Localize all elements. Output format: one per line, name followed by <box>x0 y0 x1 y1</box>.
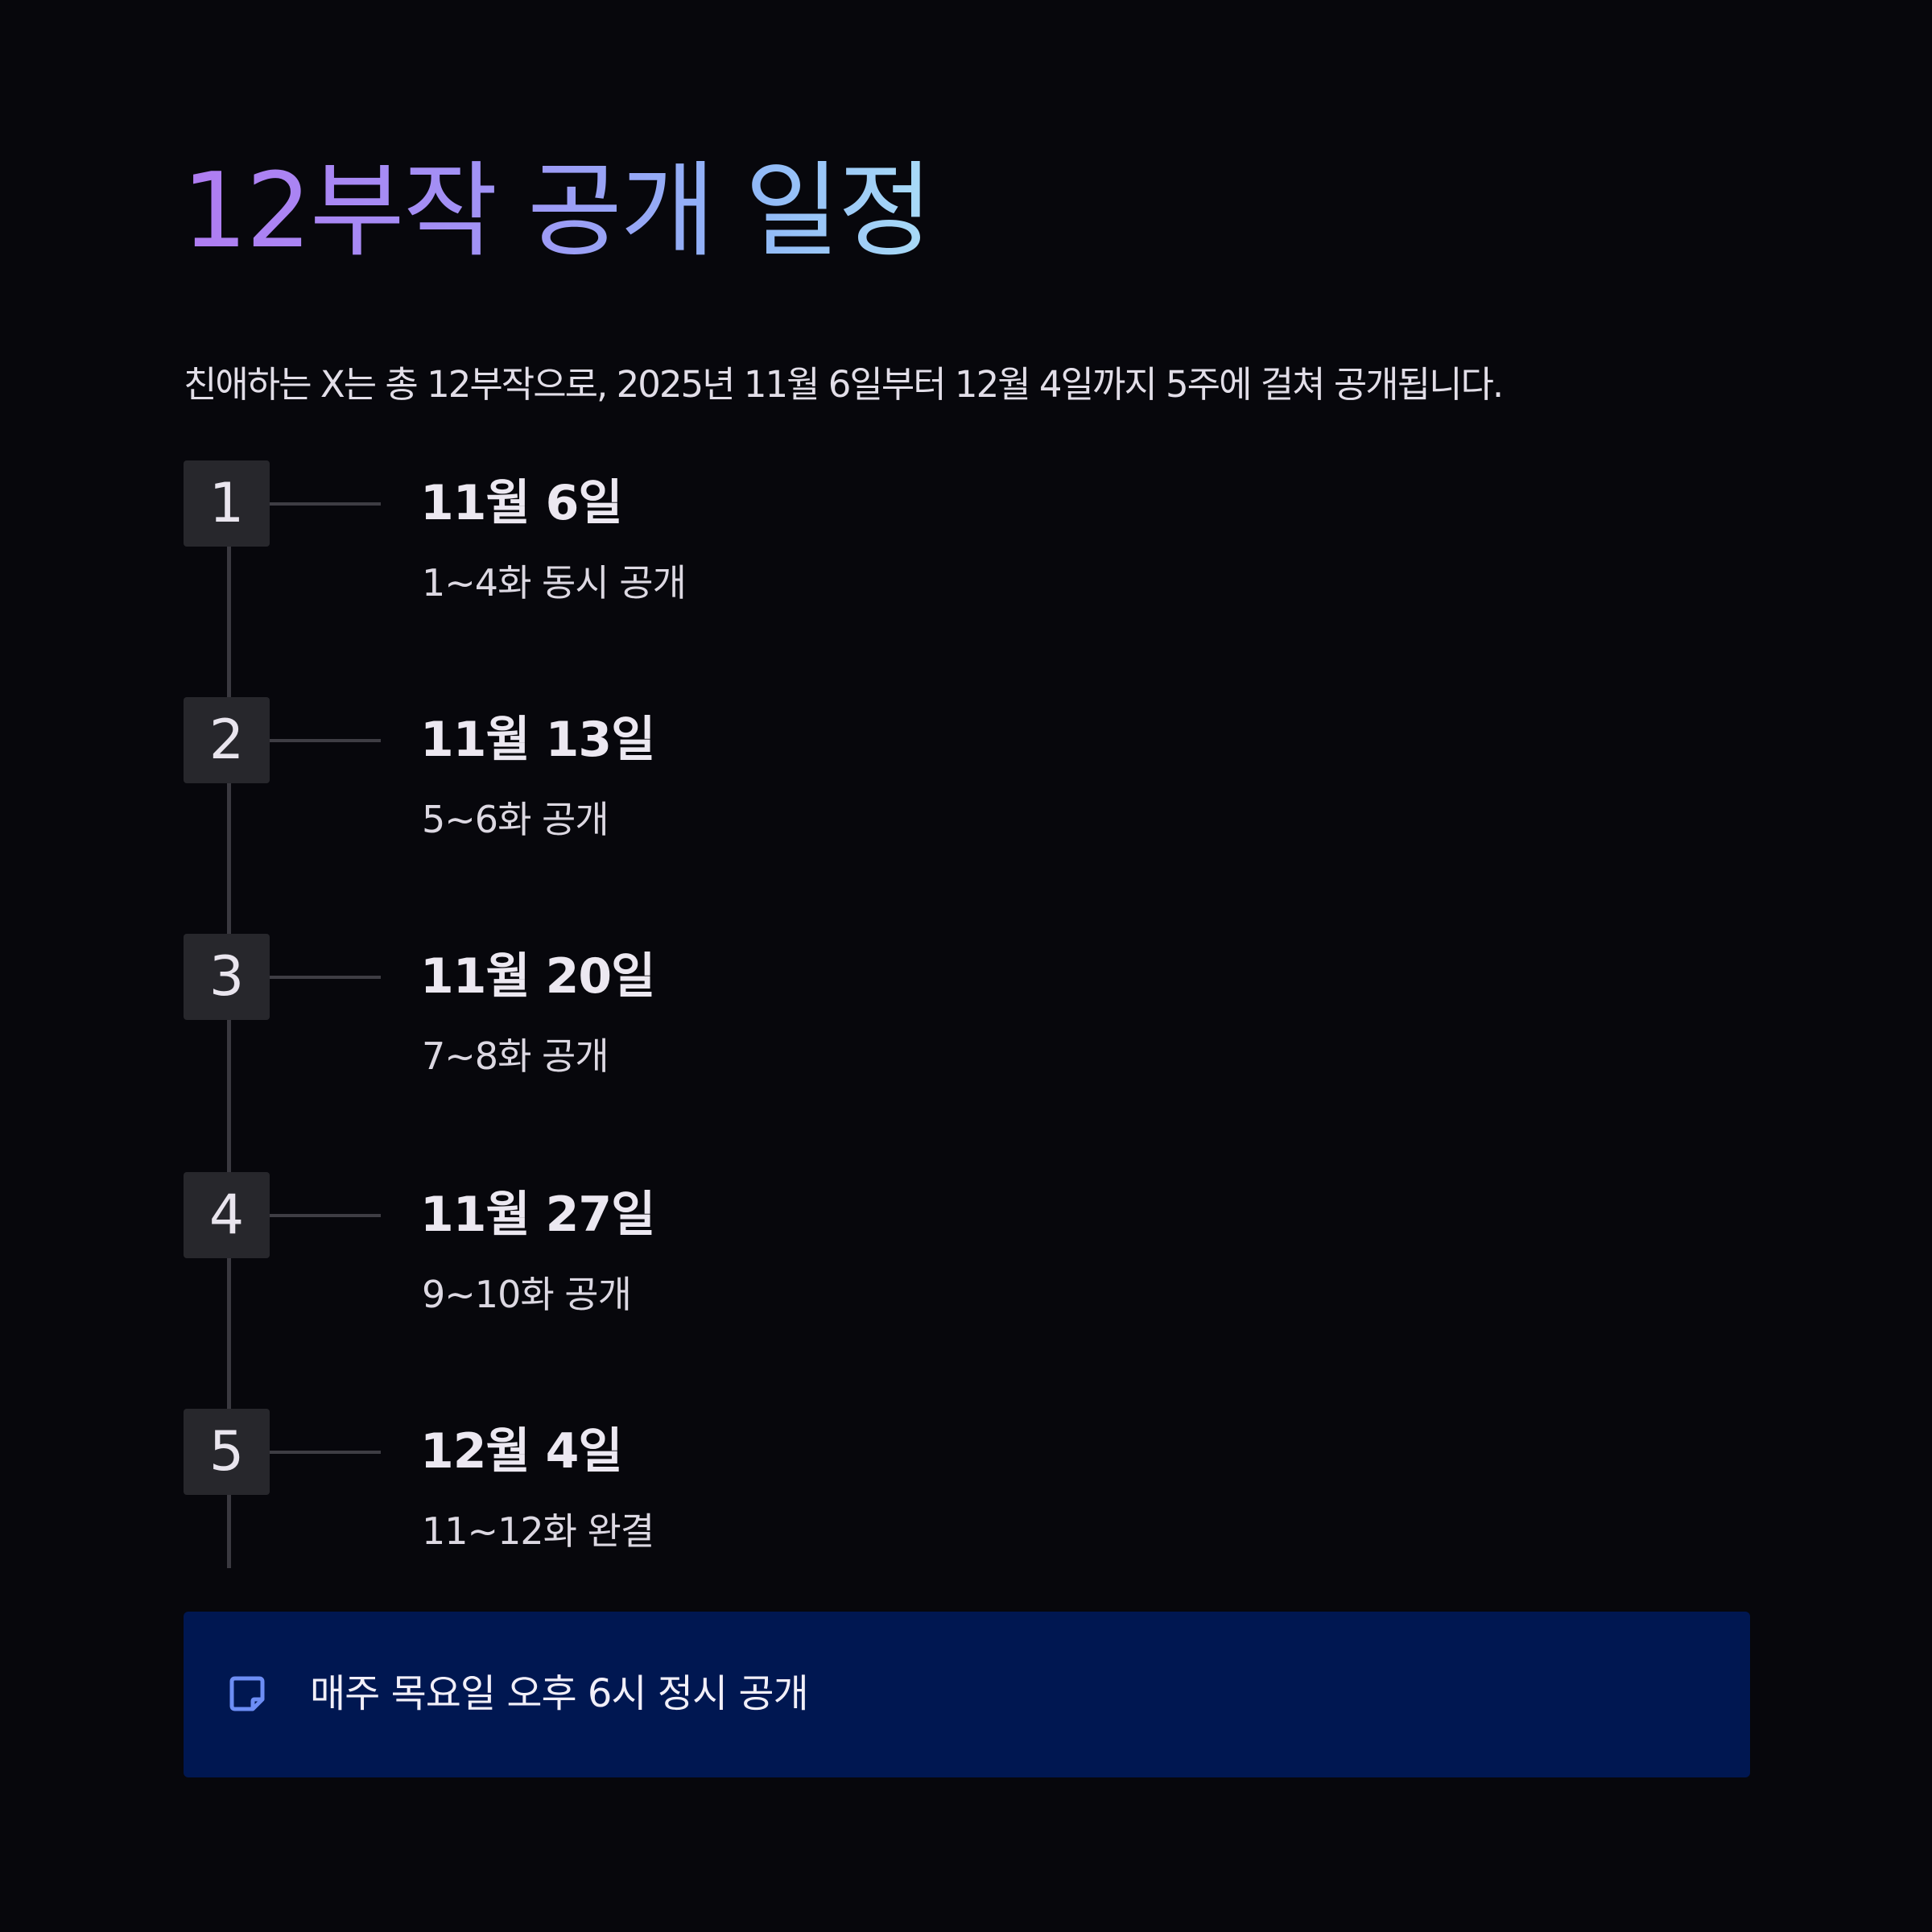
timeline-item-3: 3 11월 20일 7~8화 공개 <box>0 934 966 1095</box>
note-text: 매주 목요일 오후 6시 정시 공개 <box>310 1671 809 1716</box>
timeline-item-1: 1 11월 6일 1~4화 동시 공개 <box>0 460 966 621</box>
step-badge: 3 <box>184 934 270 1020</box>
timeline-connector <box>270 502 381 506</box>
page-title: 12부작 공개 일정 <box>182 151 933 271</box>
release-date: 11월 13일 <box>420 712 655 768</box>
timeline-item-5: 5 12월 4일 11~12화 완결 <box>0 1409 966 1570</box>
step-badge: 4 <box>184 1172 270 1258</box>
step-badge: 1 <box>184 460 270 547</box>
release-date: 12월 4일 <box>420 1423 623 1480</box>
page-subtitle: 친애하는 X는 총 12부작으로, 2025년 11월 6일부터 12월 4일까… <box>184 363 1504 406</box>
release-date: 11월 6일 <box>420 475 623 531</box>
schedule-note: 매주 목요일 오후 6시 정시 공개 <box>184 1612 1750 1777</box>
timeline-connector <box>270 1214 381 1217</box>
release-description: 7~8화 공개 <box>422 1034 609 1078</box>
sticky-note-icon <box>229 1675 265 1712</box>
timeline-connector <box>270 976 381 979</box>
release-description: 9~10화 공개 <box>422 1273 632 1316</box>
timeline-connector <box>270 739 381 742</box>
timeline-connector <box>270 1451 381 1454</box>
release-description: 11~12화 완결 <box>422 1509 654 1553</box>
timeline-item-4: 4 11월 27일 9~10화 공개 <box>0 1172 966 1333</box>
step-badge: 2 <box>184 697 270 783</box>
timeline-item-2: 2 11월 13일 5~6화 공개 <box>0 697 966 858</box>
release-date: 11월 20일 <box>420 948 655 1005</box>
timeline-line <box>227 523 231 1568</box>
release-description: 5~6화 공개 <box>422 798 609 841</box>
release-description: 1~4화 동시 공개 <box>422 561 687 605</box>
step-badge: 5 <box>184 1409 270 1495</box>
release-date: 11월 27일 <box>420 1187 655 1243</box>
